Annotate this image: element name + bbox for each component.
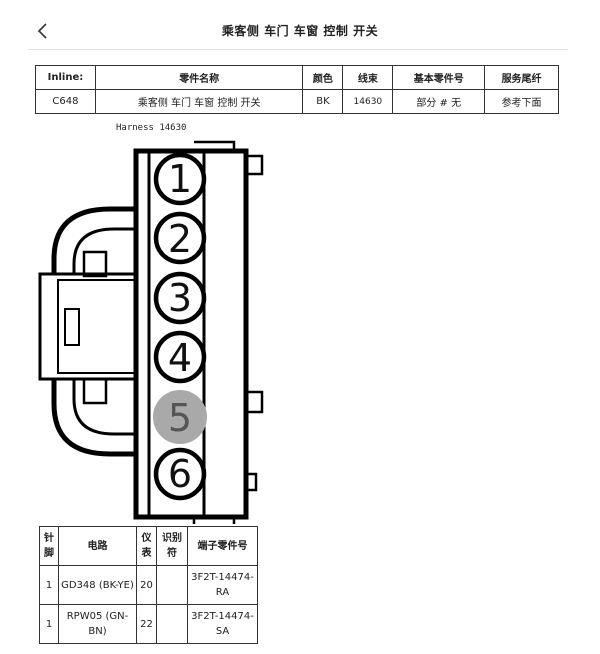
cell-base-part: 部分 # 无 [392,89,486,114]
cell-harness: 14630 [342,89,394,114]
harness-label: Harness 14630 [116,123,187,133]
cell-pin: 1 [39,565,59,605]
header-identifier-text: 识别符 [162,533,182,559]
cell-color: BK [302,89,344,114]
header-color: 颜色 [302,65,344,90]
cell-gauge: 22 [136,604,157,644]
pin-6: 6 [153,447,207,501]
top-lip [194,140,236,151]
connector-info-table: Inline: 零件名称 颜色 线束 基本零件号 服务尾纤 C648 乘客侧 车… [35,65,559,114]
pin-6-label: 6 [168,452,192,496]
cell-pin: 1 [39,604,59,644]
pin-5: 5 [153,390,207,444]
header-base-part: 基本零件号 [392,65,486,90]
header-part-name: 零件名称 [94,65,304,90]
header-pigtail: 服务尾纤 [484,65,559,90]
pin-column [147,149,206,519]
pin-2-circle [153,211,207,265]
lever-lower-inner [72,379,136,436]
pin-table-header: 针脚 电路 仪表 识别符 端子零件号 [39,526,258,566]
cell-terminal: 3F2T-14474-RA [187,565,258,605]
pin-5-label: 5 [168,396,192,440]
header-terminal: 端子零件号 [187,526,258,566]
connector-diagram: 1 2 3 4 5 6 [38,140,264,524]
header-pin-text: 针脚 [44,533,54,559]
info-header-row: Inline: 零件名称 颜色 线束 基本零件号 服务尾纤 [35,65,559,90]
header-bar: 乘客侧 车门 车窗 控制 开关 [0,0,600,50]
table-row: 1 RPW05 (GN-BN) 22 3F2T-14474-SA [39,604,258,644]
cell-gauge: 20 [136,565,157,605]
pin-3-circle [153,271,207,325]
header-gauge-text: 仪表 [141,533,152,559]
header-pin: 针脚 [39,526,59,566]
lever-body [38,272,138,381]
latch-tab-bottom [246,472,258,492]
header-harness: 线束 [342,65,394,90]
header-divider [28,49,568,50]
header-inline: Inline: [35,65,96,90]
pin-1-circle [153,152,207,206]
header-identifier: 识别符 [156,526,188,566]
pin-4-circle [153,330,207,384]
pin-6-circle [153,447,207,501]
lever-lower [51,379,136,457]
pin-1-label: 1 [168,157,192,201]
lever-slot [64,308,80,346]
lever-hinge-bottom [82,377,108,405]
cell-connector-id: C648 [35,89,96,114]
lever-inner [57,279,137,374]
bottom-lip [192,517,236,524]
latch-tab-mid [246,390,264,414]
chevron-left-icon [37,23,47,39]
cell-identifier [156,604,188,644]
cell-part-name: 乘客侧 车门 车窗 控制 开关 [94,89,304,114]
latch-tab-top [246,154,264,176]
cell-circuit: RPW05 (GN-BN) [58,604,137,644]
lever-upper-inner [72,227,136,274]
pin-4-label: 4 [168,336,192,380]
pin-table: 针脚 电路 仪表 识别符 端子零件号 1 GD348 (BK-YE) 20 3F… [39,526,258,644]
cell-identifier [156,565,188,605]
pin-1: 1 [153,152,207,206]
cell-circuit: GD348 (BK-YE) [58,565,137,605]
back-button[interactable] [34,18,54,46]
pin-3-label: 3 [168,276,192,320]
lever-upper [51,206,136,274]
table-row: 1 GD348 (BK-YE) 20 3F2T-14474-RA [39,565,258,605]
pin-3: 3 [153,271,207,325]
pin-2: 2 [153,211,207,265]
pin-4: 4 [153,330,207,384]
cell-terminal: 3F2T-14474-SA [187,604,258,644]
page-title: 乘客侧 车门 车窗 控制 开关 [221,24,379,38]
pin-2-label: 2 [168,217,192,261]
header-gauge: 仪表 [136,526,157,566]
pin-5-highlight [153,390,207,444]
info-data-row: C648 乘客侧 车门 车窗 控制 开关 BK 14630 部分 # 无 参考下… [35,89,559,114]
cell-pigtail: 参考下面 [484,89,559,114]
lever-hinge-top [82,250,108,278]
header-circuit: 电路 [58,526,137,566]
